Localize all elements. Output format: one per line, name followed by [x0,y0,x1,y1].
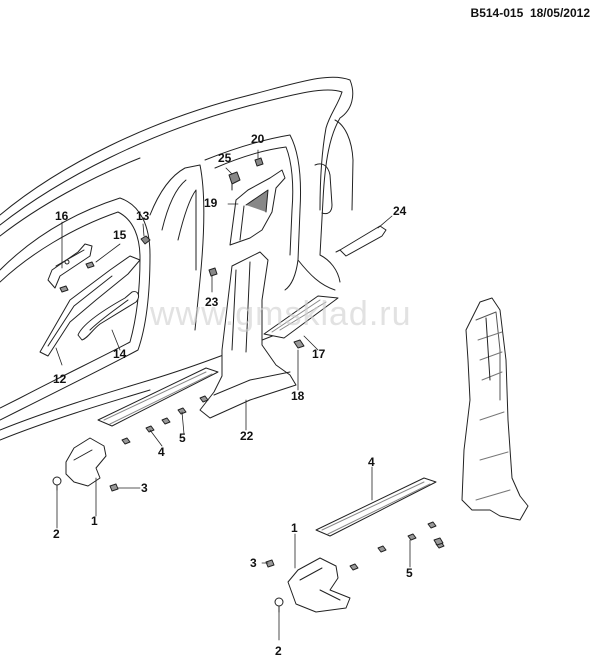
callout-17[interactable]: 17 [312,347,326,361]
part-4-sill-plate-upper [97,367,219,427]
part-1-kick-panel-lower [287,557,351,613]
part-4-sill-plate-lower [315,477,437,537]
callout-1-upper[interactable]: 1 [91,514,98,528]
part-22-lower-trim [199,251,297,419]
diagram-code: B514-015 [470,6,524,20]
part-3-screw-lower [265,559,275,568]
part-15-screw [59,261,95,293]
callout-20[interactable]: 20 [251,132,265,146]
callout-16[interactable]: 16 [55,209,69,223]
part-17-sill-plate [263,295,339,339]
callout-5-lower[interactable]: 5 [406,566,413,580]
callout-14[interactable]: 14 [113,347,127,361]
diagram-date: 18/05/2012 [529,6,590,20]
drawing-header: B514-015 18/05/2012 [471,6,590,20]
callout-24[interactable]: 24 [393,204,407,218]
callout-13[interactable]: 13 [136,209,150,223]
part-3-screw-upper [109,483,119,492]
part-24-bracket [335,225,387,257]
callout-15[interactable]: 15 [113,228,127,242]
callout-1-lower[interactable]: 1 [291,521,298,535]
watermark: www.gmsklad.ru [150,295,412,333]
part-23-clip [208,267,218,277]
callout-3-upper[interactable]: 3 [141,481,148,495]
part-1-kick-panel-upper [65,437,107,487]
leader-lines [55,149,411,641]
part-2-pushpin-upper [52,476,62,491]
part-25-clip [228,171,241,191]
part-18-clip [293,339,305,349]
part-16-bracket [47,243,93,289]
part-20-clip [254,157,264,167]
callout-19[interactable]: 19 [204,196,218,210]
part-5-clips-upper [121,395,209,445]
part-13-clip [140,235,151,245]
callout-4-upper[interactable]: 4 [158,445,165,459]
part-19-upper-trim [229,169,286,246]
callout-3-lower[interactable]: 3 [250,556,257,570]
callout-18[interactable]: 18 [291,389,305,403]
callout-2-upper[interactable]: 2 [53,527,60,541]
callout-25[interactable]: 25 [218,151,232,165]
part-2-pushpin-lower [274,597,284,613]
callout-2-lower[interactable]: 2 [275,644,282,658]
callout-12[interactable]: 12 [53,372,67,386]
part-12-pillar-trim [39,255,141,357]
callout-23[interactable]: 23 [205,295,219,309]
b-pillar-trim-assembly [433,297,529,546]
callout-22[interactable]: 22 [240,429,254,443]
callout-5-upper[interactable]: 5 [179,431,186,445]
part-14-grab-handle [77,291,140,341]
callout-4-lower[interactable]: 4 [368,455,375,469]
part-5-clips-lower [349,521,445,571]
